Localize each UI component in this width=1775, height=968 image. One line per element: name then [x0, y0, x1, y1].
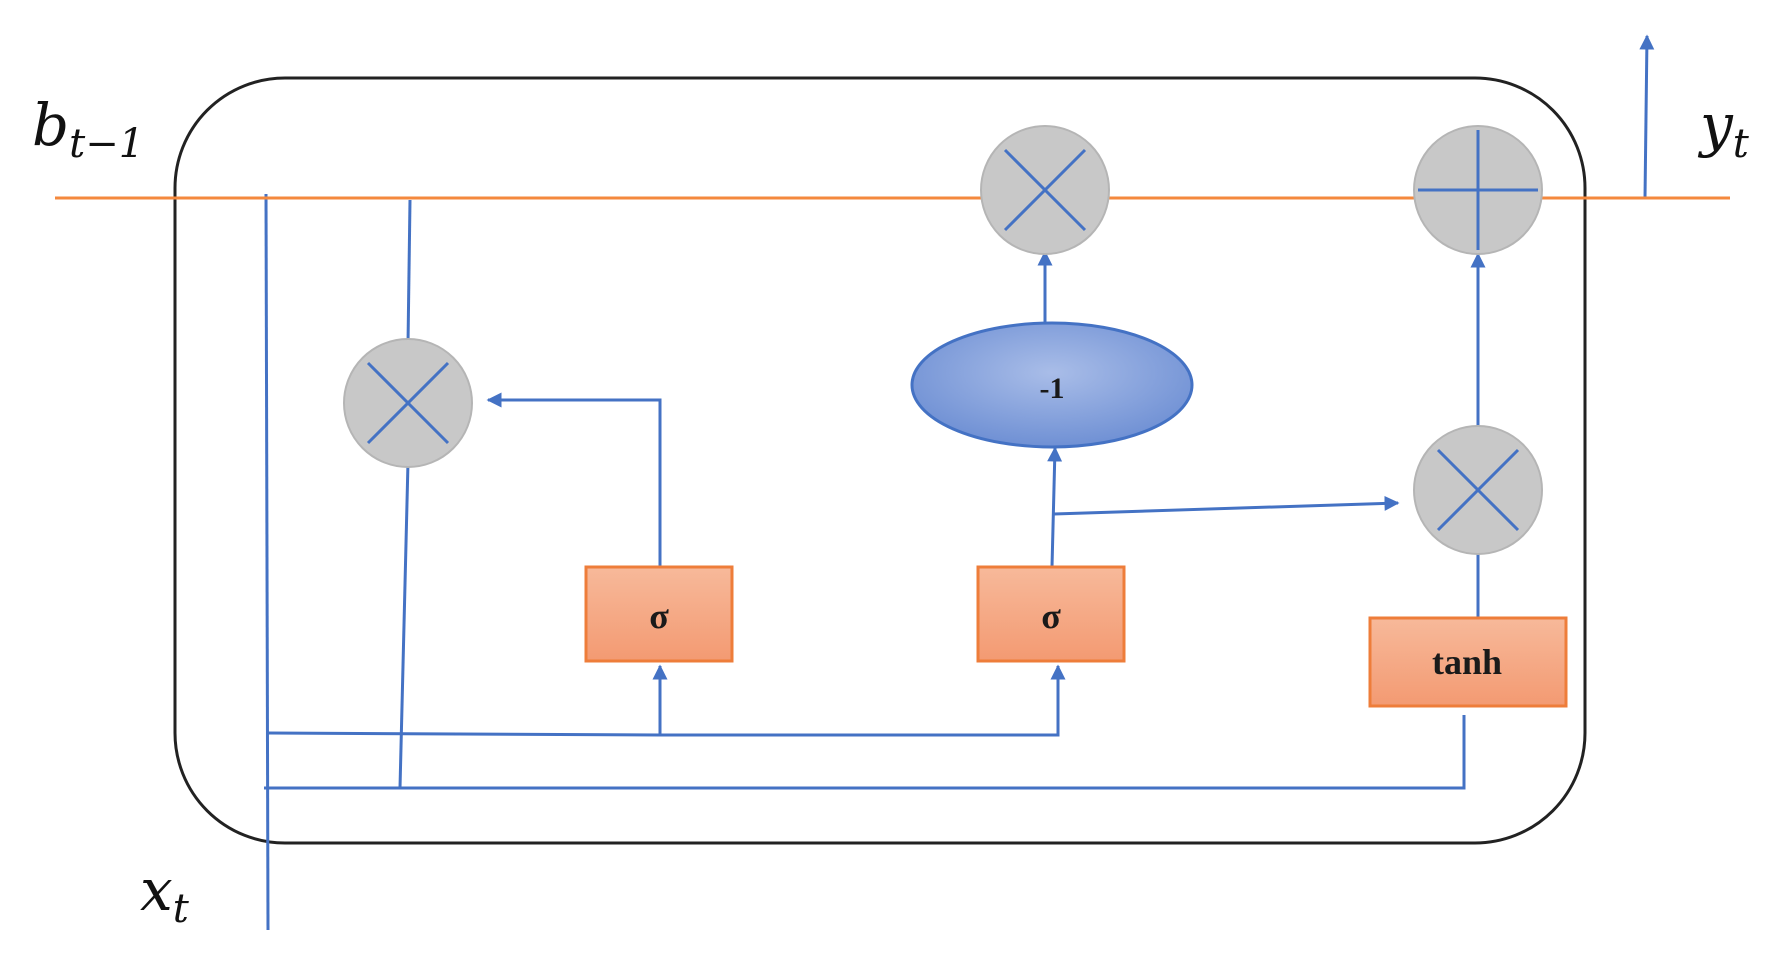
- prev-state-label: bt−1: [32, 91, 144, 167]
- bus-upper: [267, 705, 1060, 737]
- input-label: xt: [140, 856, 190, 932]
- sigma-mid-to-ellipse: [1047, 446, 1063, 568]
- input-line: [264, 193, 270, 931]
- multiply-operator-left: [343, 338, 473, 468]
- multiply-operator-top: [980, 125, 1110, 255]
- tanh-label: tanh: [1432, 642, 1502, 682]
- add-operator: [1413, 125, 1543, 255]
- output-label: yt: [1697, 91, 1750, 167]
- sigma-mid-to-right-mult: [1053, 495, 1400, 516]
- sigma-label-middle: σ: [1041, 596, 1061, 636]
- cell-boundary: [173, 76, 1587, 845]
- negate-ellipse: [910, 321, 1194, 449]
- sigma-left-to-mult: [486, 392, 662, 567]
- output-arrow: [1639, 34, 1655, 199]
- multiply-operator-right: [1413, 425, 1543, 555]
- bus-lower: [264, 715, 1466, 790]
- negate-label: -1: [1040, 372, 1065, 405]
- tanh-box: [1368, 616, 1568, 708]
- left-mult-down: [398, 461, 410, 789]
- signal-wires: [264, 34, 1655, 931]
- state-branch-left: [406, 199, 412, 345]
- sigma-box-left: [584, 565, 734, 663]
- sigma-box-middle: [976, 565, 1126, 663]
- sigma-label-left: σ: [649, 596, 669, 636]
